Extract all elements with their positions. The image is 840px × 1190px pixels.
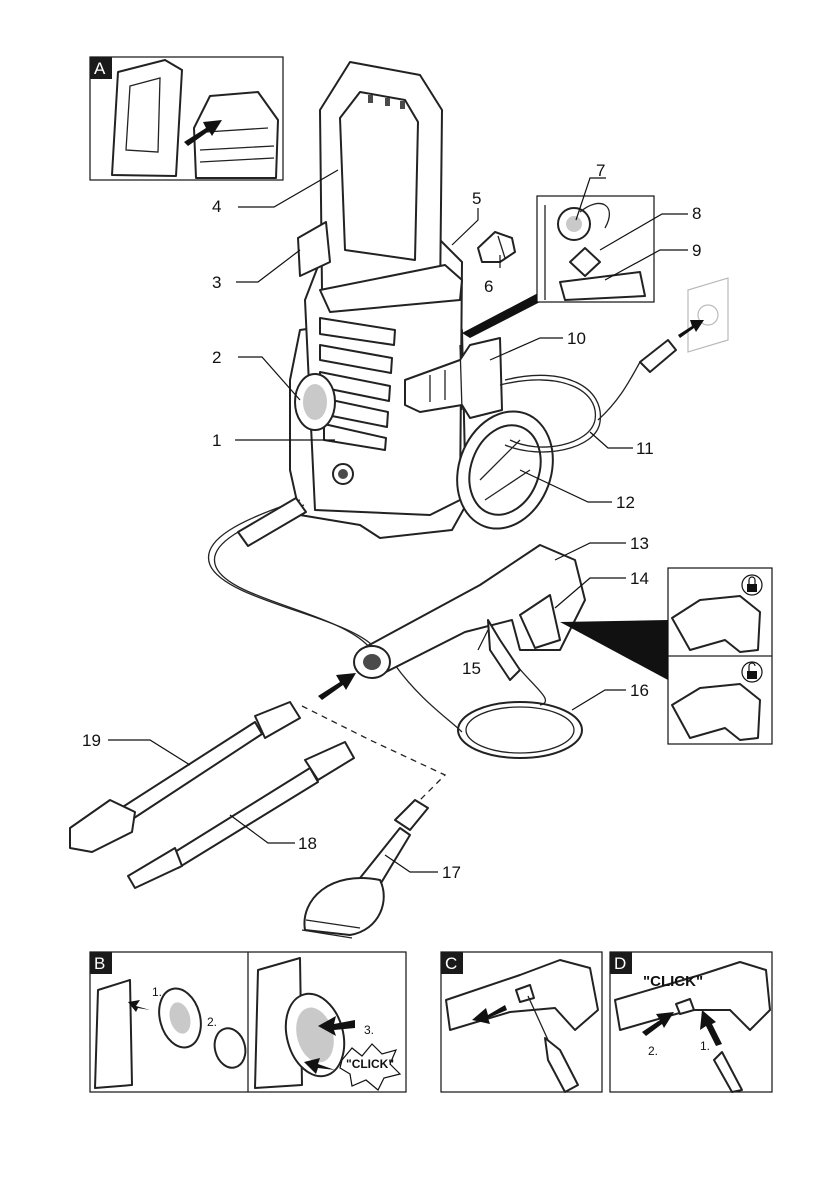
panel-d: D "CLICK" 2. 1. — [610, 952, 772, 1092]
callout-6: 6 — [484, 277, 493, 296]
callout-18: 18 — [298, 834, 317, 853]
callout-11: 11 — [636, 439, 654, 458]
gun-insert-arrow-icon — [318, 673, 356, 700]
inlet-detail-inset — [462, 196, 654, 338]
callout-14: 14 — [630, 569, 649, 588]
wall-socket-icon — [688, 278, 728, 352]
lock-icon — [742, 575, 762, 595]
panel-b-badge: B — [94, 954, 105, 973]
callout-15: 15 — [462, 659, 481, 678]
callout-1: 1 — [212, 431, 221, 450]
callout-8: 8 — [692, 204, 701, 223]
panel-d-step1: 1. — [700, 1039, 710, 1053]
wash-brush-17 — [302, 800, 428, 938]
callout-12: 12 — [616, 493, 635, 512]
panel-b-step3: 3. — [364, 1023, 374, 1037]
panel-a: A — [90, 57, 283, 180]
callout-9: 9 — [692, 241, 701, 260]
callout-19: 19 — [82, 731, 101, 750]
panel-b-click: "CLICK" — [346, 1057, 394, 1071]
panel-d-badge: D — [614, 954, 626, 973]
panel-d-step2: 2. — [648, 1044, 658, 1058]
panel-b-step2: 2. — [207, 1015, 217, 1029]
trigger-lock-inset — [560, 568, 772, 744]
panel-c-badge: C — [445, 954, 457, 973]
spray-lance-18 — [128, 742, 354, 888]
panel-d-click: "CLICK" — [643, 973, 703, 990]
panel-c: C — [441, 952, 602, 1092]
water-filter — [478, 232, 515, 262]
unlock-icon — [742, 662, 762, 682]
panel-b-step1: 1. — [152, 985, 162, 999]
callout-13: 13 — [630, 534, 649, 553]
callout-4: 4 — [212, 197, 221, 216]
callout-3: 3 — [212, 273, 221, 292]
callout-10: 10 — [567, 329, 586, 348]
callout-16: 16 — [630, 681, 649, 700]
callout-17: 17 — [442, 863, 461, 882]
callout-7: 7 — [596, 161, 605, 180]
callout-5: 5 — [472, 189, 481, 208]
spray-lance-19 — [70, 702, 300, 852]
panel-a-badge: A — [94, 59, 106, 78]
callout-2: 2 — [212, 348, 221, 367]
panel-b: B 1. 2. 3. "CLICK" — [90, 952, 406, 1092]
